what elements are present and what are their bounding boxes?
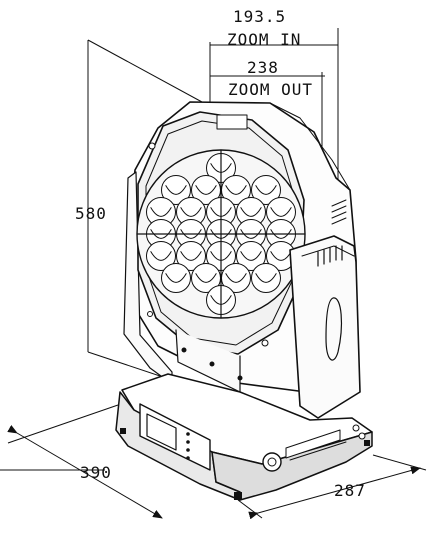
lens-facet bbox=[255, 185, 277, 195]
lens-facet bbox=[180, 229, 202, 239]
lens bbox=[161, 263, 191, 293]
lens-facet bbox=[225, 185, 247, 195]
height-value: 580 bbox=[75, 204, 107, 223]
lens-facet bbox=[180, 251, 202, 261]
lens-facet bbox=[150, 207, 172, 217]
yoke-handle-oval bbox=[325, 297, 342, 361]
lens bbox=[236, 241, 266, 271]
lens bbox=[176, 241, 206, 271]
zoom-in-label: ZOOM IN bbox=[227, 30, 301, 49]
display-screen bbox=[146, 413, 177, 451]
lens-facet bbox=[240, 251, 262, 261]
lens-facet bbox=[240, 229, 262, 239]
lens-facet bbox=[165, 273, 187, 283]
zoom-out-value: 238 bbox=[247, 58, 279, 77]
yoke-arm-right bbox=[289, 235, 361, 419]
lens-facet bbox=[240, 207, 262, 217]
zoom-in-value: 193.5 bbox=[233, 7, 286, 26]
lens bbox=[146, 241, 176, 271]
lens-facet bbox=[165, 185, 187, 195]
lens bbox=[161, 175, 191, 205]
lens bbox=[251, 263, 281, 293]
moving-head-fixture bbox=[115, 101, 373, 501]
lens-facet bbox=[270, 251, 292, 261]
control-buttons bbox=[186, 432, 190, 460]
lens-facet bbox=[270, 207, 292, 217]
lens-facet bbox=[255, 273, 277, 283]
lens bbox=[251, 175, 281, 205]
lens-facet bbox=[225, 273, 247, 283]
lens-facet bbox=[150, 229, 172, 239]
lens-array bbox=[136, 149, 306, 319]
lens-facet bbox=[150, 251, 172, 261]
zoom-out-label: ZOOM OUT bbox=[228, 80, 313, 99]
yoke-vents bbox=[317, 245, 343, 267]
lens-facet bbox=[195, 185, 217, 195]
lens-facet bbox=[180, 207, 202, 217]
lens-facet bbox=[195, 273, 217, 283]
lens-facet bbox=[270, 229, 292, 239]
